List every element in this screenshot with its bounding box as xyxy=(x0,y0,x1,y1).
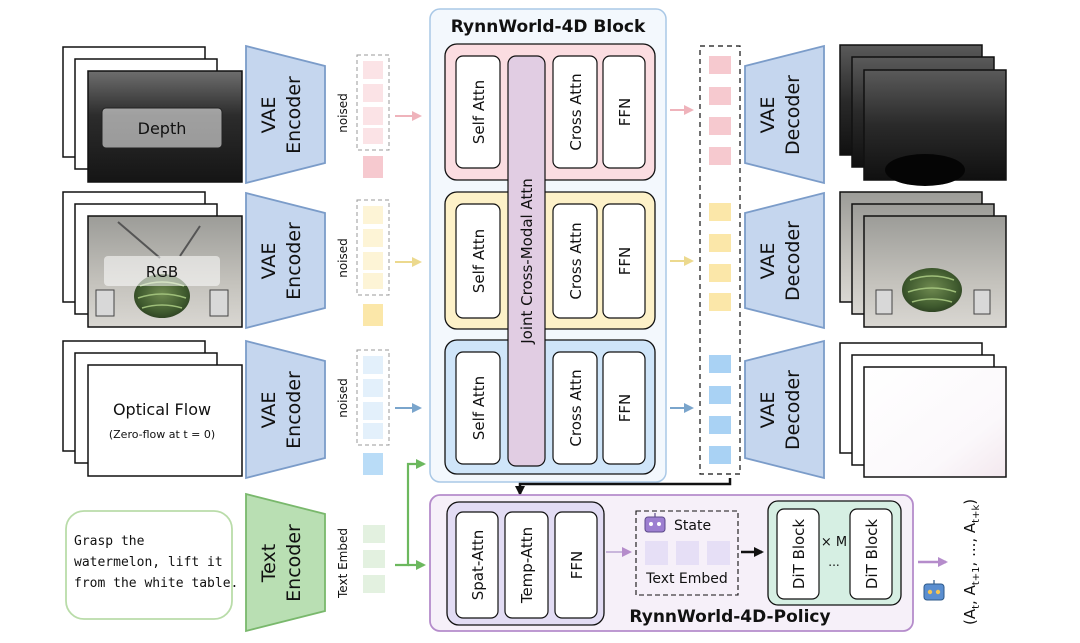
text-embed-label: Text Embed xyxy=(336,528,350,599)
text-encoder-line1: Text xyxy=(258,544,280,583)
self-attn-flow xyxy=(455,351,501,465)
dit-block-last xyxy=(849,508,893,600)
ffn-flow-label: FFN xyxy=(616,394,634,422)
joint-attn-label: Joint Cross-Modal Attn xyxy=(518,178,536,345)
prompt-line-1: Grasp the xyxy=(74,534,145,549)
rynnworld-4d-policy: RynnWorld-4D-Policy Spat-Attn Temp-Attn … xyxy=(429,494,914,632)
vae-decoder-depth: VAE Decoder xyxy=(744,44,825,185)
cross-attn-depth-label: Cross Attn xyxy=(567,73,585,150)
rgb-input-stack: RGB xyxy=(62,191,243,328)
vae-decoder-depth-line2: Decoder xyxy=(782,75,804,155)
vae-encoder-rgb: VAE Encoder xyxy=(245,191,326,330)
rgb-label: RGB xyxy=(146,263,178,281)
vae-decoder-depth-line1: VAE xyxy=(757,97,779,134)
ffn-depth-label: FFN xyxy=(616,98,634,126)
state-label: State xyxy=(674,518,711,534)
vae-encoder-depth-line2: Encoder xyxy=(283,76,305,154)
vae-encoder-depth-line1: VAE xyxy=(258,97,280,134)
vae-decoder-flow: VAE Decoder xyxy=(744,339,825,480)
cross-attn-rgb-label: Cross Attn xyxy=(567,222,585,299)
text-encoder-line2: Encoder xyxy=(283,524,305,602)
zero-flow-note: (Zero-flow at t = 0) xyxy=(109,428,215,441)
ffn-depth xyxy=(602,55,646,169)
cross-attn-flow xyxy=(552,351,598,465)
noised-label-flow: noised xyxy=(336,378,350,418)
depth-noised-tokens: noised xyxy=(336,54,390,178)
self-attn-rgb xyxy=(455,203,501,319)
cross-attn-rgb xyxy=(552,203,598,319)
robot-icon xyxy=(644,513,666,533)
depth-input-stack: Depth xyxy=(62,46,243,183)
self-attn-rgb-label: Self Attn xyxy=(470,229,488,293)
policy-ffn-label: FFN xyxy=(568,551,586,579)
policy-ffn xyxy=(554,511,598,619)
cross-attn-depth xyxy=(552,55,598,169)
temp-attn-label: Temp-Attn xyxy=(518,527,536,604)
vae-encoder-rgb-line2: Encoder xyxy=(283,222,305,300)
joint-cross-modal-attn xyxy=(507,55,546,467)
flow-output-stack xyxy=(839,342,1007,478)
spat-attn xyxy=(455,511,499,619)
text-embed-tokens: Text Embed xyxy=(336,525,385,599)
optical-flow-input-stack: Optical Flow (Zero-flow at t = 0) xyxy=(62,340,243,477)
optical-flow-label: Optical Flow xyxy=(113,400,211,419)
robot-output-icon xyxy=(923,580,945,601)
prompt-line-3: from the white table. xyxy=(74,576,238,591)
vae-decoder-rgb-line1: VAE xyxy=(757,243,779,280)
rgb-output-stack xyxy=(839,191,1007,328)
noised-label-rgb: noised xyxy=(336,238,350,278)
output-token-column xyxy=(699,45,741,475)
flow-output-frame xyxy=(863,366,1007,478)
ffn-rgb xyxy=(602,203,646,319)
block-title: RynnWorld-4D Block xyxy=(451,17,646,37)
optical-flow-frame xyxy=(87,364,243,477)
text-embed-arrow-up xyxy=(395,459,426,567)
dit-block-first xyxy=(776,508,820,600)
policy-title: RynnWorld-4D-Policy xyxy=(629,607,830,627)
vae-decoder-flow-line1: VAE xyxy=(757,392,779,429)
vae-decoder-rgb-line2: Decoder xyxy=(782,221,804,301)
self-attn-depth-label: Self Attn xyxy=(470,80,488,144)
text-encoder: Text Encoder xyxy=(245,492,326,633)
condition-box xyxy=(635,510,739,596)
vae-encoder-flow-line2: Encoder xyxy=(283,371,305,449)
depth-label: Depth xyxy=(138,119,187,138)
vae-encoder-depth: VAE Encoder xyxy=(245,44,326,185)
rgb-noised-tokens: noised xyxy=(336,199,390,326)
dit-block-first-label: DiT Block xyxy=(790,519,808,590)
rynnworld-4d-block: RynnWorld-4D Block Joint Cross-Modal Att… xyxy=(429,8,667,483)
ffn-rgb-label: FFN xyxy=(616,247,634,275)
temp-attn xyxy=(504,511,549,619)
spat-attn-label: Spat-Attn xyxy=(469,530,487,600)
policy-text-embed-label: Text Embed xyxy=(645,571,728,587)
vae-encoder-rgb-line1: VAE xyxy=(258,243,280,280)
self-attn-flow-label: Self Attn xyxy=(470,376,488,440)
prompt-line-2: watermelon, lift it xyxy=(74,555,223,570)
self-attn-depth xyxy=(455,55,501,169)
cross-attn-flow-label: Cross Attn xyxy=(567,369,585,446)
block-to-policy-arrow xyxy=(515,478,732,496)
vae-decoder-flow-line2: Decoder xyxy=(782,370,804,450)
vae-encoder-flow-line1: VAE xyxy=(258,392,280,429)
ffn-flow xyxy=(602,351,646,465)
dit-block-last-label: DiT Block xyxy=(863,519,881,590)
noised-label-depth: noised xyxy=(336,93,350,133)
dit-ellipsis: ... xyxy=(828,555,839,569)
depth-output-stack xyxy=(839,44,1007,186)
dit-repeat-label: × M xyxy=(821,535,847,550)
action-sequence: (At, At+1, ..., At+k) xyxy=(961,499,982,625)
text-prompt-box: Grasp the watermelon, lift it from the w… xyxy=(65,510,238,620)
flow-noised-tokens: noised xyxy=(336,349,390,475)
vae-decoder-rgb: VAE Decoder xyxy=(744,191,825,330)
vae-encoder-flow: VAE Encoder xyxy=(245,339,326,480)
